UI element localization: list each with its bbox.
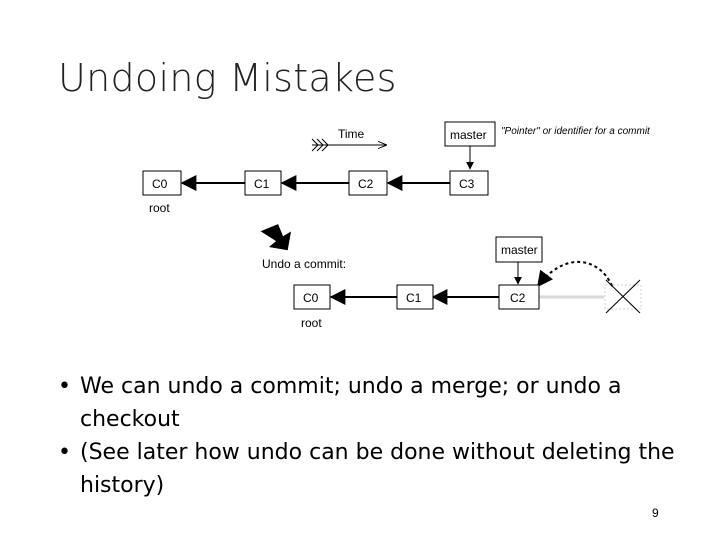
bullet-text: (See later how undo can be done without … [80,440,675,498]
commit-c3-top [449,170,489,196]
commit-c2-top [348,170,388,196]
commit-c1-top [244,170,282,196]
deleted-commit [604,284,642,310]
commit-chain-bottom: C0 C1 C2 [293,279,642,314]
root-label-bottom: root [301,316,322,330]
time-axis-tail [311,138,329,152]
time-label: Time [338,127,365,141]
commit-c0-bottom [293,284,331,310]
pointer-note: "Pointer" or identifier for a commit [501,126,651,137]
commit-c1-bottom [396,284,434,310]
bullet-text: We can undo a commit; undo a merge; or u… [80,374,622,432]
time-axis: Time [311,127,386,152]
commit-c0-top [142,170,182,196]
bullet-item: • (See later how undo can be done without… [58,436,678,502]
commit-c2-bottom-label: C2 [510,291,526,305]
commit-chain-top: C0 C1 C2 C3 [142,170,489,196]
bullet-list: • We can undo a commit; undo a merge; or … [58,370,678,502]
root-label-top: root [149,201,170,215]
commit-c2-top-label: C2 [358,177,374,191]
delete-cross-icon [605,279,641,314]
bullet-glyph: • [58,374,71,399]
pointer-move-arrow [537,260,613,288]
bullet-item: • We can undo a commit; undo a merge; or … [58,370,678,436]
commit-c3-top-label: C3 [459,177,475,191]
commit-c1-bottom-label: C1 [406,291,422,305]
commit-c0-top-label: C0 [152,177,168,191]
commit-c1-top-label: C1 [254,177,270,191]
bullet-glyph: • [58,440,71,465]
commit-c0-bottom-label: C0 [303,291,319,305]
slide-title: Undoing Mistakes [58,56,397,100]
master-label-top: master [450,128,487,142]
master-pointer-bottom [495,236,543,263]
down-arrow-icon [260,224,292,251]
commit-c2-bottom [498,284,540,310]
page-number: 9 [652,506,659,520]
undo-label: Undo a commit: [262,257,346,271]
master-label-bottom: master [501,243,538,257]
